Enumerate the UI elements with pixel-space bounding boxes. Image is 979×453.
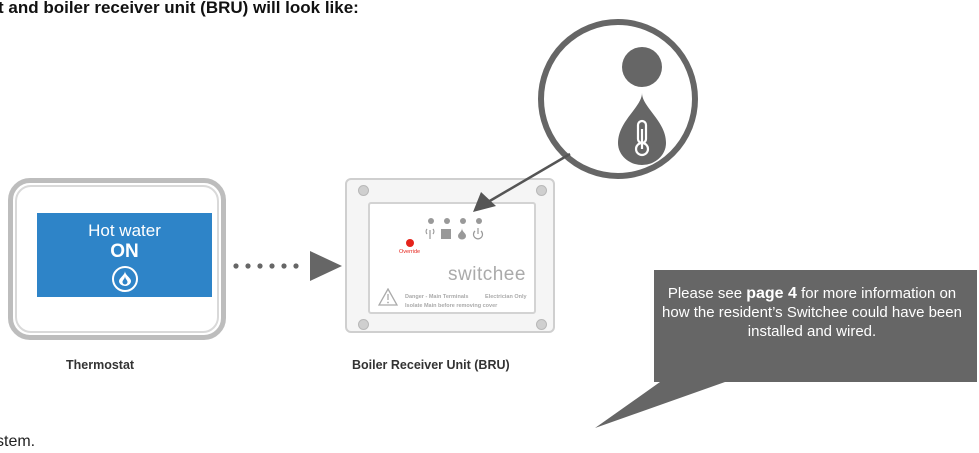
footer-text: stem. [0, 433, 36, 450]
callout-text-after: for more information on how the resident… [662, 285, 962, 340]
thermostat-device: Hot water ON [8, 178, 226, 340]
power-icon [472, 228, 484, 240]
flame-droplet-icon [111, 266, 138, 292]
page-4-reference: page 4 [746, 285, 797, 302]
warning-line2: Isolate Main before removing cover [405, 303, 498, 309]
bru-caption: Boiler Receiver Unit (BRU) [352, 358, 510, 372]
magnifier-circle [538, 19, 698, 179]
magnified-led-icons [618, 47, 666, 165]
thermostat-bezel [15, 185, 219, 333]
screw-icon [358, 319, 369, 330]
warning-line1-right: Electrician Only [485, 294, 527, 300]
connection-arrow [233, 251, 342, 281]
warning-triangle-icon [378, 288, 398, 306]
led-dot-icon [622, 47, 662, 87]
screw-icon [358, 185, 369, 196]
boiler-receiver-unit: Override switchee Danger - Main Terminal… [345, 178, 555, 333]
screw-icon [536, 319, 547, 330]
bru-status-icons [425, 228, 484, 240]
magnifier-pointer [473, 152, 571, 212]
info-callout-bubble [595, 270, 977, 428]
screw-icon [536, 185, 547, 196]
thermostat-caption: Thermostat [66, 358, 135, 372]
callout-text-before: Please see [667, 285, 743, 302]
hot-water-droplet-thermometer-icon [618, 93, 666, 165]
status-led [476, 218, 482, 224]
status-led [428, 218, 434, 224]
thermostat-screen: Hot water ON [37, 213, 212, 297]
status-led [444, 218, 450, 224]
thermostat-status-line2: ON [110, 241, 139, 262]
status-led [460, 218, 466, 224]
switchee-logo: switchee [448, 264, 526, 285]
bru-front-plate: Override switchee Danger - Main Terminal… [368, 202, 536, 314]
warning-line1-left: Danger - Main Terminals [405, 294, 469, 300]
override-led [406, 239, 414, 247]
page-heading: t and boiler receiver unit (BRU) will lo… [0, 0, 359, 17]
signal-icon [425, 228, 435, 239]
thermostat-status-line1: Hot water [88, 221, 161, 240]
flame-icon [458, 228, 466, 240]
info-callout-text: Please see page 4 for more information o… [662, 284, 962, 341]
override-label: Override [399, 249, 421, 255]
boiler-icon [441, 229, 451, 239]
